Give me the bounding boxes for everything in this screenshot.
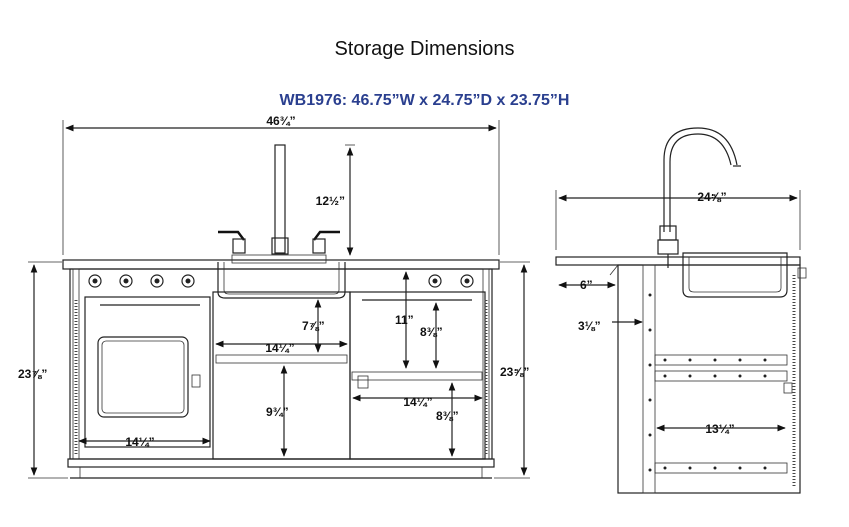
side-gooseneck-faucet	[657, 127, 741, 268]
under-sink-upper-height-label: 7⅞”	[302, 319, 325, 333]
faucet	[218, 144, 340, 264]
right-height-label: 23⅝”	[500, 365, 529, 379]
side-cabinet-body	[617, 264, 801, 494]
base-plinth	[67, 458, 495, 468]
faucet-height-label: 12½”	[316, 194, 345, 208]
stove-knobs-right	[428, 274, 474, 288]
right-lower-width-label: 14¼”	[403, 395, 432, 409]
front-view: 46¾” 12½” 23⅞” 23⅝” 14¼” 7⅞” 9¾” 14¼” 11…	[18, 114, 530, 479]
countertop	[62, 259, 500, 270]
side-shelf-lower	[654, 462, 788, 474]
side-countertop	[555, 256, 801, 266]
under-sink-lower-height-label: 9¾”	[266, 405, 289, 419]
side-depth-label: 24⅝”	[697, 190, 726, 204]
side-shelf-upper	[654, 354, 788, 366]
right-lower-height-label: 8⅜”	[436, 409, 459, 423]
left-height-label: 23⅞”	[18, 367, 47, 381]
right-upper-inner-height-label: 8⅜”	[420, 325, 443, 339]
sink-basin	[217, 262, 346, 299]
stove-knobs-left	[88, 274, 195, 288]
under-sink-width-label: 14¼”	[265, 341, 294, 355]
side-shelf-depth-label: 13¼”	[705, 422, 734, 436]
side-sink-basin	[682, 252, 788, 298]
under-sink-cabinet	[212, 291, 351, 460]
overall-width-label: 46¾”	[266, 114, 295, 128]
side-view: 24⅝” 6” 3⅛” 13¼”	[555, 127, 807, 494]
right-cabinet	[349, 291, 486, 460]
right-upper-outer-height-label: 11”	[395, 313, 414, 327]
model-dimensions-heading: WB1976: 46.75”W x 24.75”D x 23.75”H	[279, 92, 570, 109]
oven-width-label: 14¼”	[125, 435, 154, 449]
oven-door	[84, 296, 211, 448]
side-fastener-dots	[648, 293, 767, 472]
side-inset-label: 3⅛”	[578, 319, 601, 333]
page-title: Storage Dimensions	[334, 38, 515, 60]
side-overhang-label: 6”	[580, 278, 593, 292]
